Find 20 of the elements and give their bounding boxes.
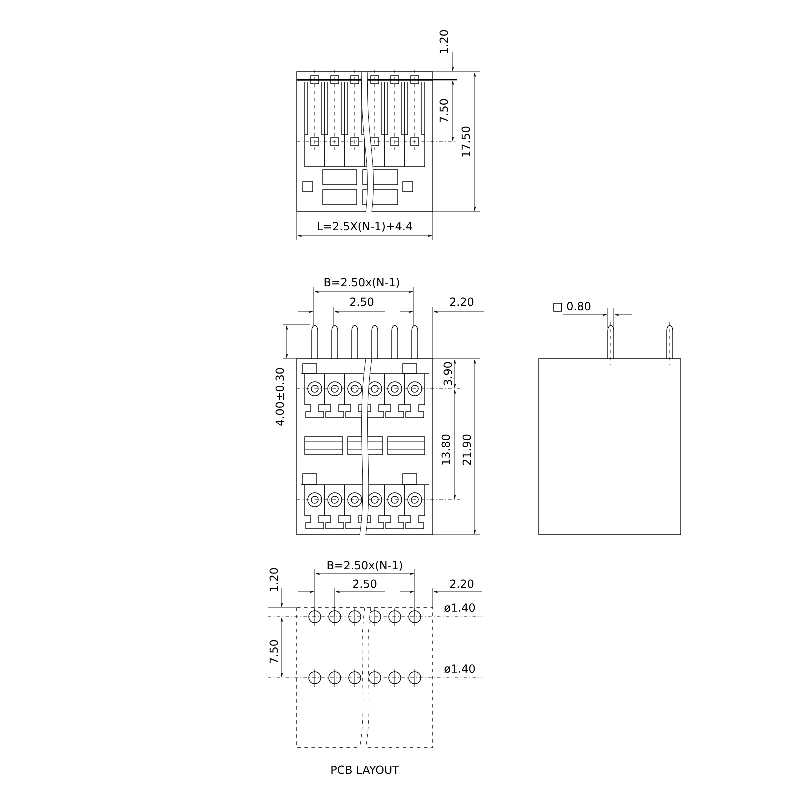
dimension-label: 1.20 — [270, 568, 278, 592]
dimension-label: 2.20 — [450, 580, 474, 588]
dimension-label: 7.50 — [270, 640, 278, 664]
dimension-label: B=2.50x(N-1) — [328, 561, 402, 571]
dimension-label: 7.50 — [440, 99, 448, 122]
dimension-label: ø1.40 — [444, 604, 476, 612]
dimension-label: ø1.40 — [444, 664, 476, 674]
dimension-label: 2.50 — [350, 298, 374, 306]
dimension-label: 2.20 — [450, 298, 474, 306]
dimension-label: 13.80 — [442, 434, 450, 465]
dimension-label: 4.00±0.30 — [276, 368, 284, 426]
view-caption: PCB LAYOUT — [332, 766, 400, 774]
dimension-label: 17.50 — [462, 126, 470, 157]
dimension-label: □ 0.80 — [554, 302, 591, 312]
dimension-label: 2.50 — [353, 580, 377, 588]
dimension-label: L=2.5X(N-1)+4.4 — [318, 222, 412, 232]
dimension-label: 21.90 — [462, 434, 472, 466]
dimension-label: 3.90 — [444, 362, 452, 386]
dimension-label: B=2.50x(N-1) — [324, 278, 400, 288]
dimension-label: 1.20 — [440, 30, 448, 54]
